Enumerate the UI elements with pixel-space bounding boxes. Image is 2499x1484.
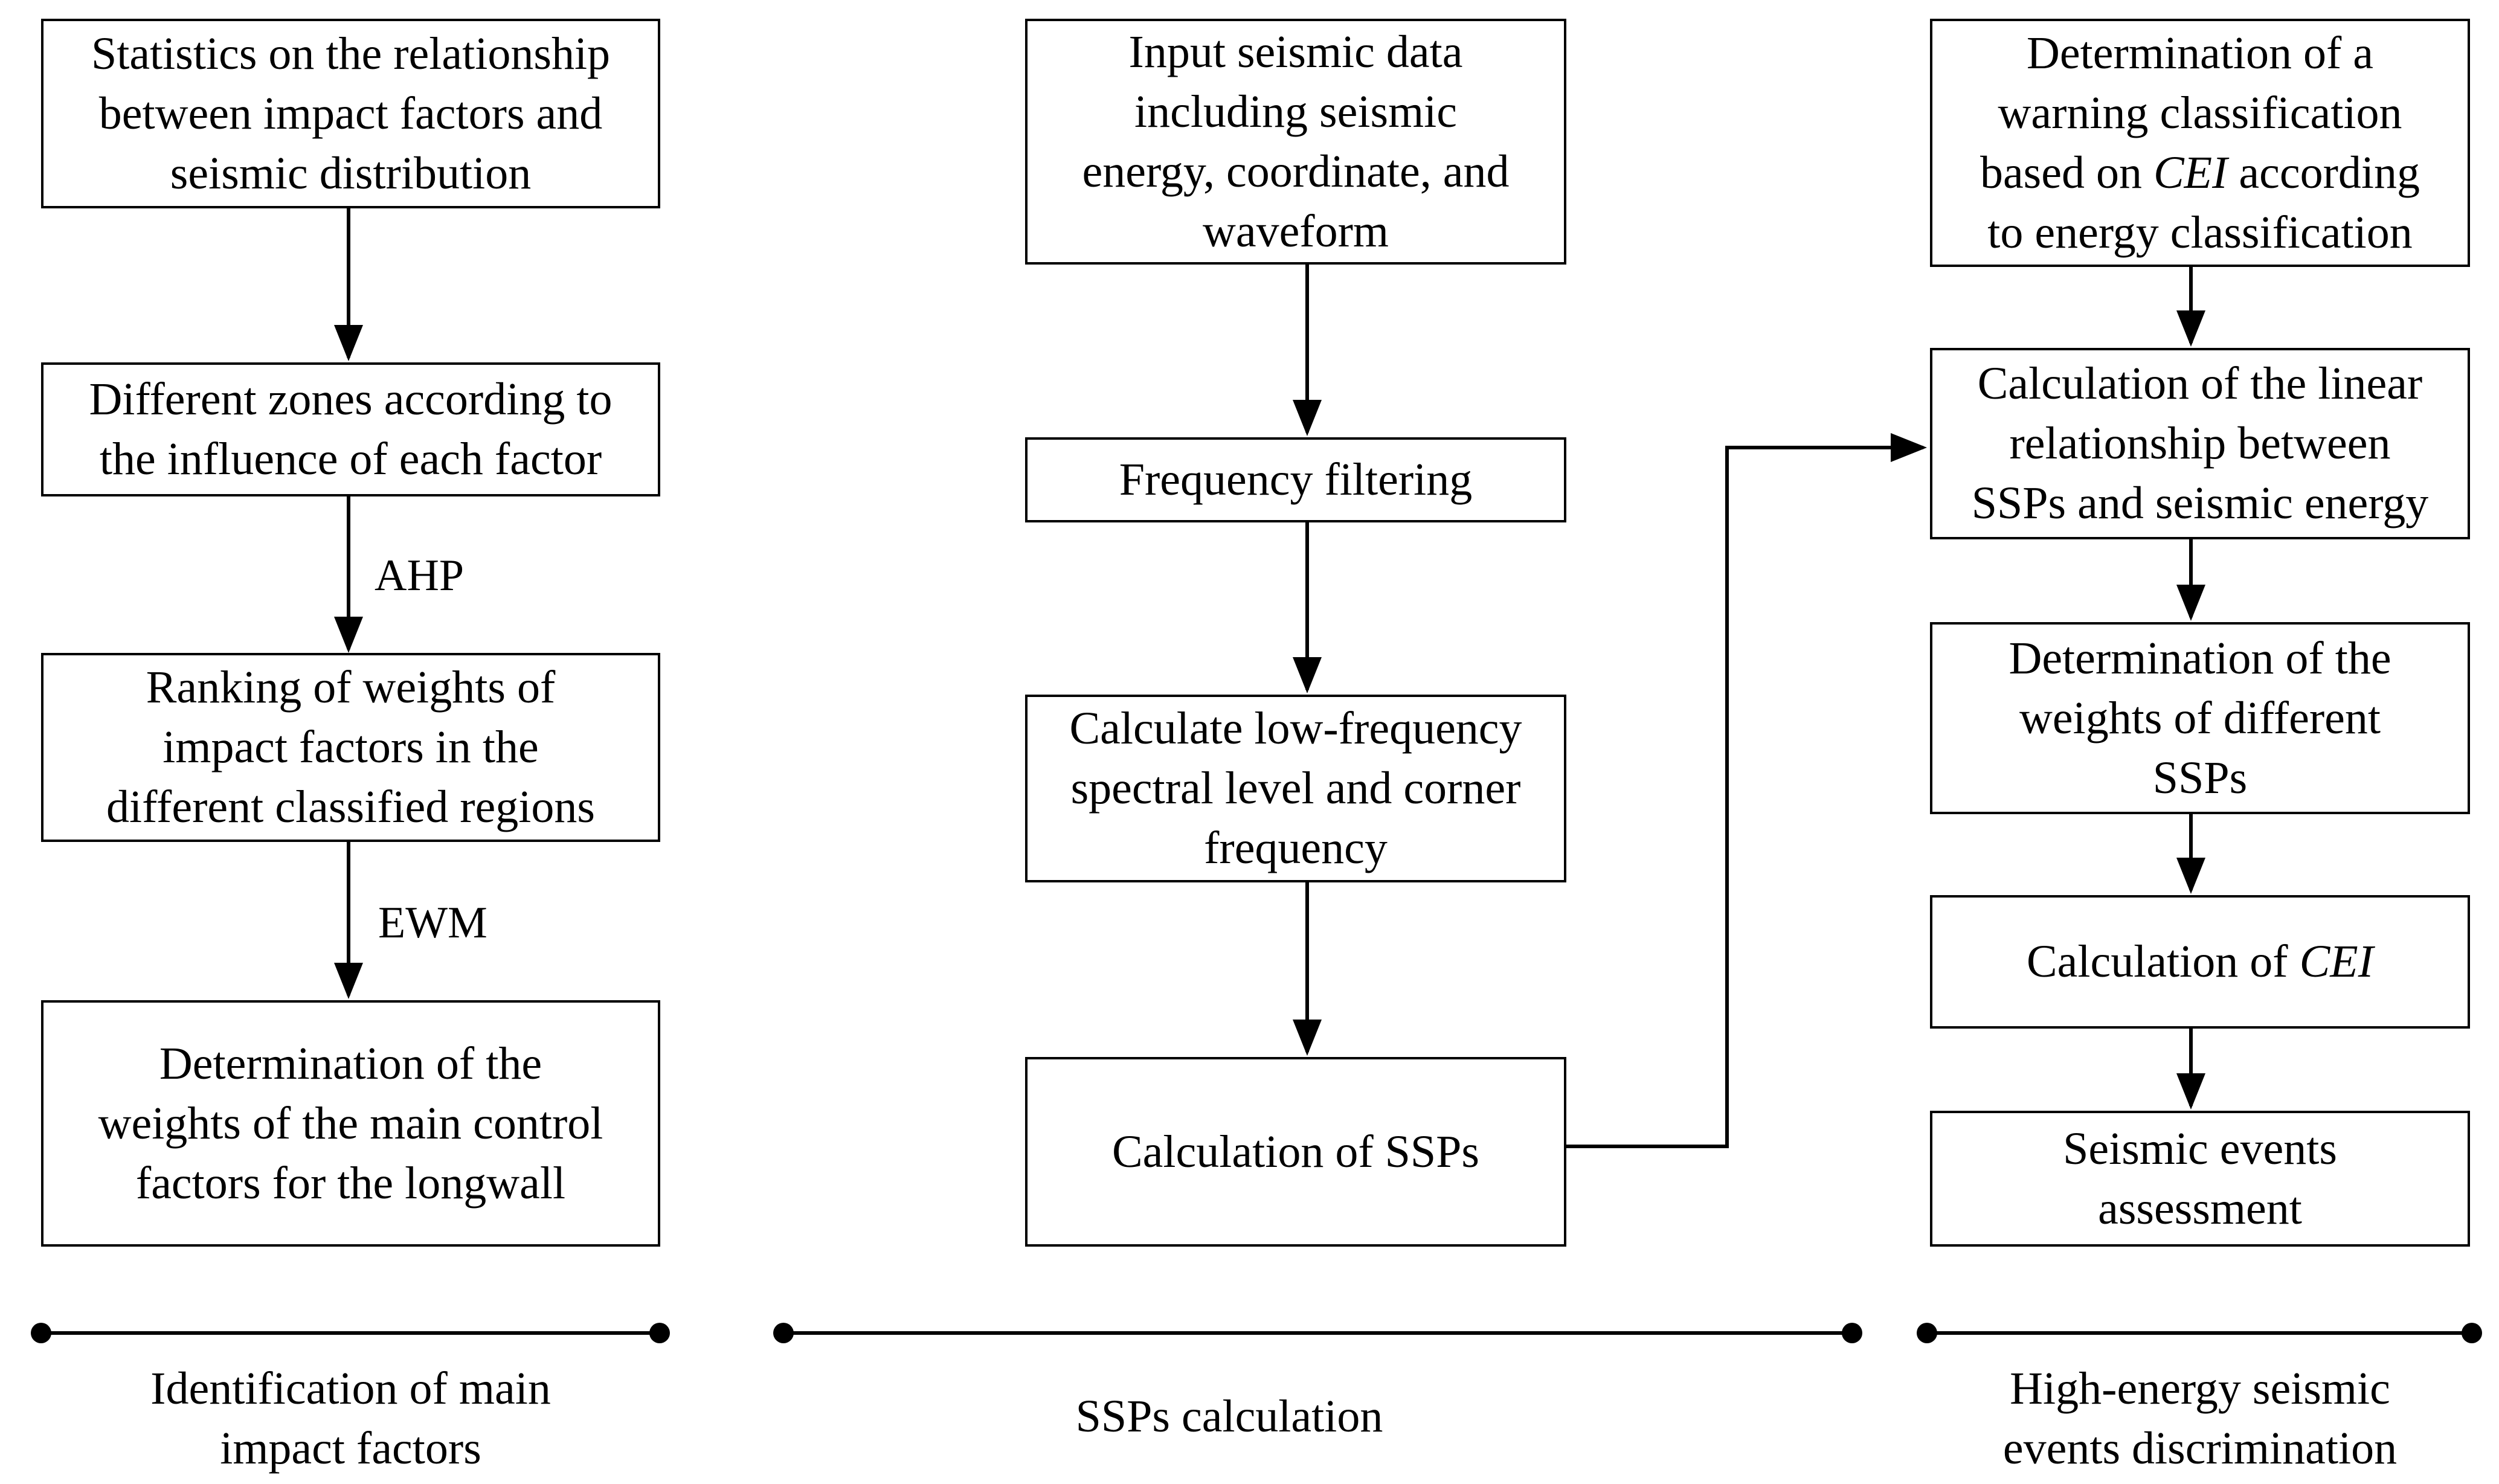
box-cei-calculation: Calculation of CEI xyxy=(1930,895,2470,1029)
edge-label-ahp: AHP xyxy=(375,551,465,600)
box-spectral-level-text: Calculate low-frequency spectral level a… xyxy=(1069,703,1522,873)
box-events-assessment-text: Seismic events assessment xyxy=(2063,1123,2337,1234)
phase-line-1 xyxy=(31,1323,670,1343)
box-linear-relationship-text: Calculation of the linear relationship b… xyxy=(1971,358,2429,528)
box-spectral-level: Calculate low-frequency spectral level a… xyxy=(1025,695,1566,882)
box-zones-text: Different zones according to the influen… xyxy=(89,374,613,484)
box-zones: Different zones according to the influen… xyxy=(41,362,660,496)
box-frequency-filtering-text: Frequency filtering xyxy=(1119,454,1473,505)
box-ssp-weights: Determination of the weights of differen… xyxy=(1930,622,2470,814)
box-main-control-weights: Determination of the weights of the main… xyxy=(41,1000,660,1247)
phase-label-ssps: SSPs calculation xyxy=(1075,1391,1383,1442)
edge-label-ewm: EWM xyxy=(378,898,487,948)
box-ssps-text: Calculation of SSPs xyxy=(1111,1126,1480,1177)
phase-label-identification: Identification of main impact factors xyxy=(150,1363,551,1474)
box-warning-classification: Determination of a warning classificatio… xyxy=(1930,19,2470,267)
box-cei-calculation-text: Calculation of CEI xyxy=(2015,932,2385,992)
box-ranking: Ranking of weights of impact factors in … xyxy=(41,653,660,842)
box-cei-calculation-cei: CEI xyxy=(2299,936,2374,987)
box-frequency-filtering: Frequency filtering xyxy=(1025,437,1566,522)
phase-line-3 xyxy=(1917,1323,2482,1343)
phase-label-discrimination: High-energy seismic events discriminatio… xyxy=(2002,1363,2398,1474)
box-linear-relationship: Calculation of the linear relationship b… xyxy=(1930,348,2470,539)
box-ranking-text: Ranking of weights of impact factors in … xyxy=(106,662,595,832)
box-statistics-text: Statistics on the relationship between i… xyxy=(91,28,611,199)
box-warning-classification-cei: CEI xyxy=(2153,147,2228,198)
box-warning-classification-pre: Determination of a warning classificatio… xyxy=(1980,27,2402,198)
arrow-ssps-to-linear xyxy=(1566,433,1927,1148)
box-statistics: Statistics on the relationship between i… xyxy=(41,19,660,208)
box-main-control-weights-text: Determination of the weights of the main… xyxy=(98,1038,603,1209)
box-events-assessment: Seismic events assessment xyxy=(1930,1111,2470,1247)
box-warning-classification-text: Determination of a warning classificatio… xyxy=(1968,24,2432,263)
box-warning-classification-post: according to energy classification xyxy=(1987,147,2420,258)
box-cei-calculation-pre: Calculation of xyxy=(2026,936,2300,987)
box-input-data: Input seismic data including seismic ene… xyxy=(1025,19,1566,265)
box-ssps: Calculation of SSPs xyxy=(1025,1057,1566,1247)
box-input-data-text: Input seismic data including seismic ene… xyxy=(1082,26,1510,257)
box-ssp-weights-text: Determination of the weights of differen… xyxy=(2009,632,2391,803)
phase-line-2 xyxy=(773,1323,1862,1343)
